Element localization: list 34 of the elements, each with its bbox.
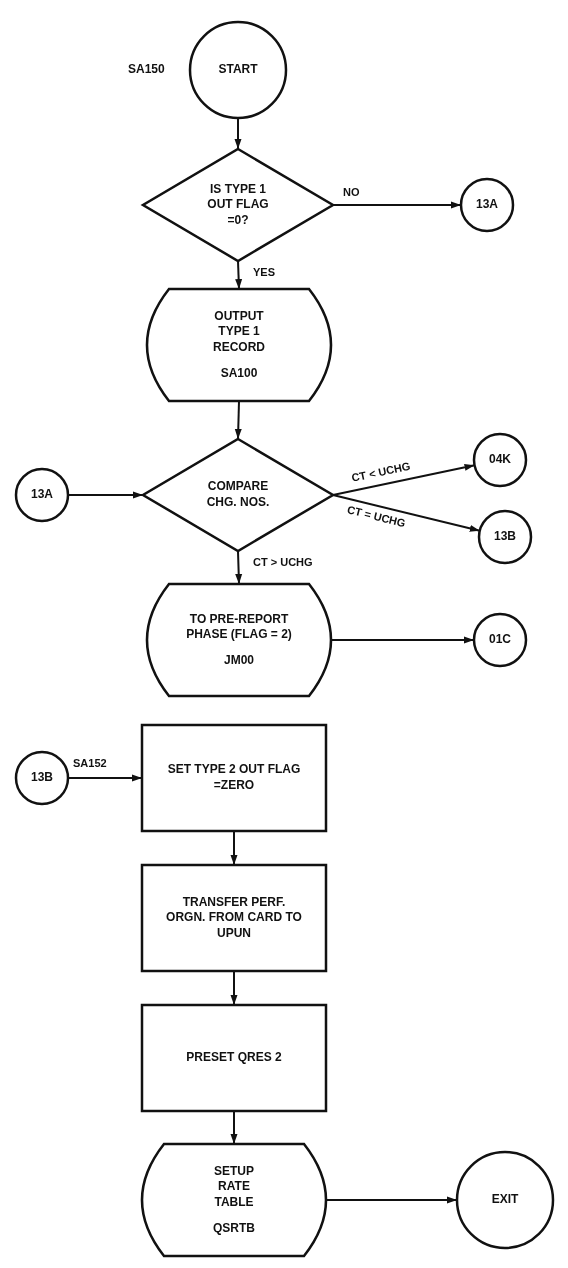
edge-label: SA152 bbox=[72, 757, 108, 769]
edge-label: CT > UCHG bbox=[252, 556, 314, 568]
edge-label: YES bbox=[252, 266, 276, 278]
arrow bbox=[332, 201, 462, 209]
node-text: 13A bbox=[31, 487, 53, 503]
node-text: 13A bbox=[476, 197, 498, 213]
node-text: PRESET QRES 2 bbox=[186, 1050, 282, 1066]
edge-label: NO bbox=[342, 186, 361, 198]
node-text: 04K bbox=[489, 452, 511, 468]
node-text: SETUP RATE TABLE bbox=[213, 1163, 255, 1211]
edge-label: CT < UCHG bbox=[349, 459, 413, 484]
routine-name: JM00 bbox=[224, 652, 254, 669]
node-text: 01C bbox=[489, 632, 511, 648]
arrow bbox=[325, 1196, 458, 1204]
edge-label: CT = UCHG bbox=[345, 503, 408, 530]
node-text: OUTPUT TYPE 1 RECORD bbox=[212, 308, 266, 356]
node-text: START bbox=[218, 62, 258, 78]
arrow bbox=[67, 774, 143, 782]
arrow bbox=[235, 260, 243, 290]
node-text: 13B bbox=[31, 770, 53, 786]
node-text: TO PRE-REPORT PHASE (FLAG = 2) bbox=[185, 611, 293, 643]
routine-name: SA150 bbox=[128, 62, 165, 76]
node-text: IS TYPE 1 OUT FLAG =0? bbox=[206, 181, 270, 229]
routine-name: QSRTB bbox=[213, 1220, 255, 1237]
node-text: COMPARE CHG. NOS. bbox=[205, 479, 271, 511]
node-text: EXIT bbox=[491, 1192, 519, 1208]
node-text: 13B bbox=[494, 529, 516, 545]
arrow bbox=[235, 550, 243, 585]
routine-name: SA100 bbox=[220, 365, 258, 382]
arrow bbox=[67, 491, 144, 499]
node-text: SET TYPE 2 OUT FLAG =ZERO bbox=[166, 762, 302, 794]
node-text: TRANSFER PERF. ORGN. FROM CARD TO UPUN bbox=[165, 894, 303, 942]
arrow bbox=[234, 117, 242, 150]
arrow bbox=[330, 636, 475, 644]
